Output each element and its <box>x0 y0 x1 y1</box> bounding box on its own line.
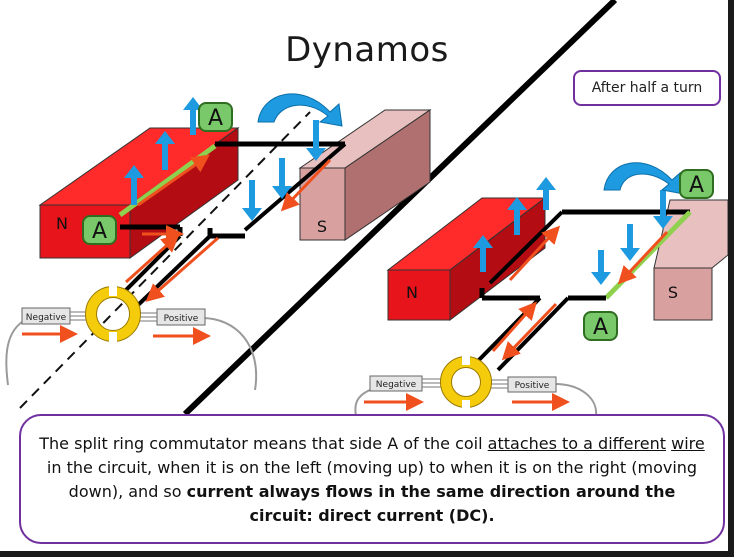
brush-negative-left: Negative <box>21 307 93 325</box>
label-a-bottom-left: A <box>82 215 117 245</box>
south-label-right: S <box>668 283 678 302</box>
label-a-text: A <box>593 315 608 340</box>
rotation-axis-left <box>19 111 311 409</box>
negative-label: Negative <box>26 313 67 323</box>
label-a-text: A <box>92 219 107 244</box>
south-label-left: S <box>317 217 327 236</box>
label-a-bottom-right: A <box>583 311 618 341</box>
split-ring-commutator-right <box>440 355 492 410</box>
south-magnet-right <box>653 199 728 321</box>
brush-negative-right: Negative <box>369 375 446 392</box>
motion-arrows-left <box>124 97 326 221</box>
explanation-box: The split ring commutator means that sid… <box>19 414 725 544</box>
label-a-text: A <box>689 173 704 198</box>
current-arrows-right <box>491 225 669 361</box>
north-label-right: N <box>406 283 418 302</box>
explanation-underline-2: wire <box>671 434 705 453</box>
north-magnet-right <box>386 196 547 322</box>
after-half-turn-callout: After half a turn <box>573 70 721 106</box>
split-ring-commutator-left <box>85 284 141 344</box>
external-current-arrows-left <box>22 325 211 345</box>
positive-label: Positive <box>164 314 199 324</box>
negative-label: Negative <box>376 380 417 390</box>
label-a-top-right: A <box>679 169 714 199</box>
explanation-text-2: in the circuit, when it is on the left (… <box>46 458 698 501</box>
external-wires-right <box>354 383 598 417</box>
divider-line <box>182 0 618 417</box>
motion-arrows-right <box>473 177 673 285</box>
explanation-bold: current always flows in the same directi… <box>186 482 676 525</box>
external-wires-left <box>5 317 258 391</box>
positive-label: Positive <box>515 381 550 391</box>
page-title: Dynamos <box>285 30 449 70</box>
explanation-text-1: The split ring commutator means that sid… <box>39 434 488 453</box>
brush-positive-right: Positive <box>486 376 557 393</box>
north-label-left: N <box>56 214 68 233</box>
explanation-underline-1: attaches to a different <box>487 434 667 453</box>
current-arrows-left <box>124 154 332 302</box>
rotation-arrow-left <box>257 93 343 127</box>
label-a-text: A <box>208 106 223 131</box>
brush-positive-left: Positive <box>134 308 206 326</box>
label-a-top-left: A <box>198 102 233 132</box>
rotation-arrow-right <box>603 162 685 195</box>
